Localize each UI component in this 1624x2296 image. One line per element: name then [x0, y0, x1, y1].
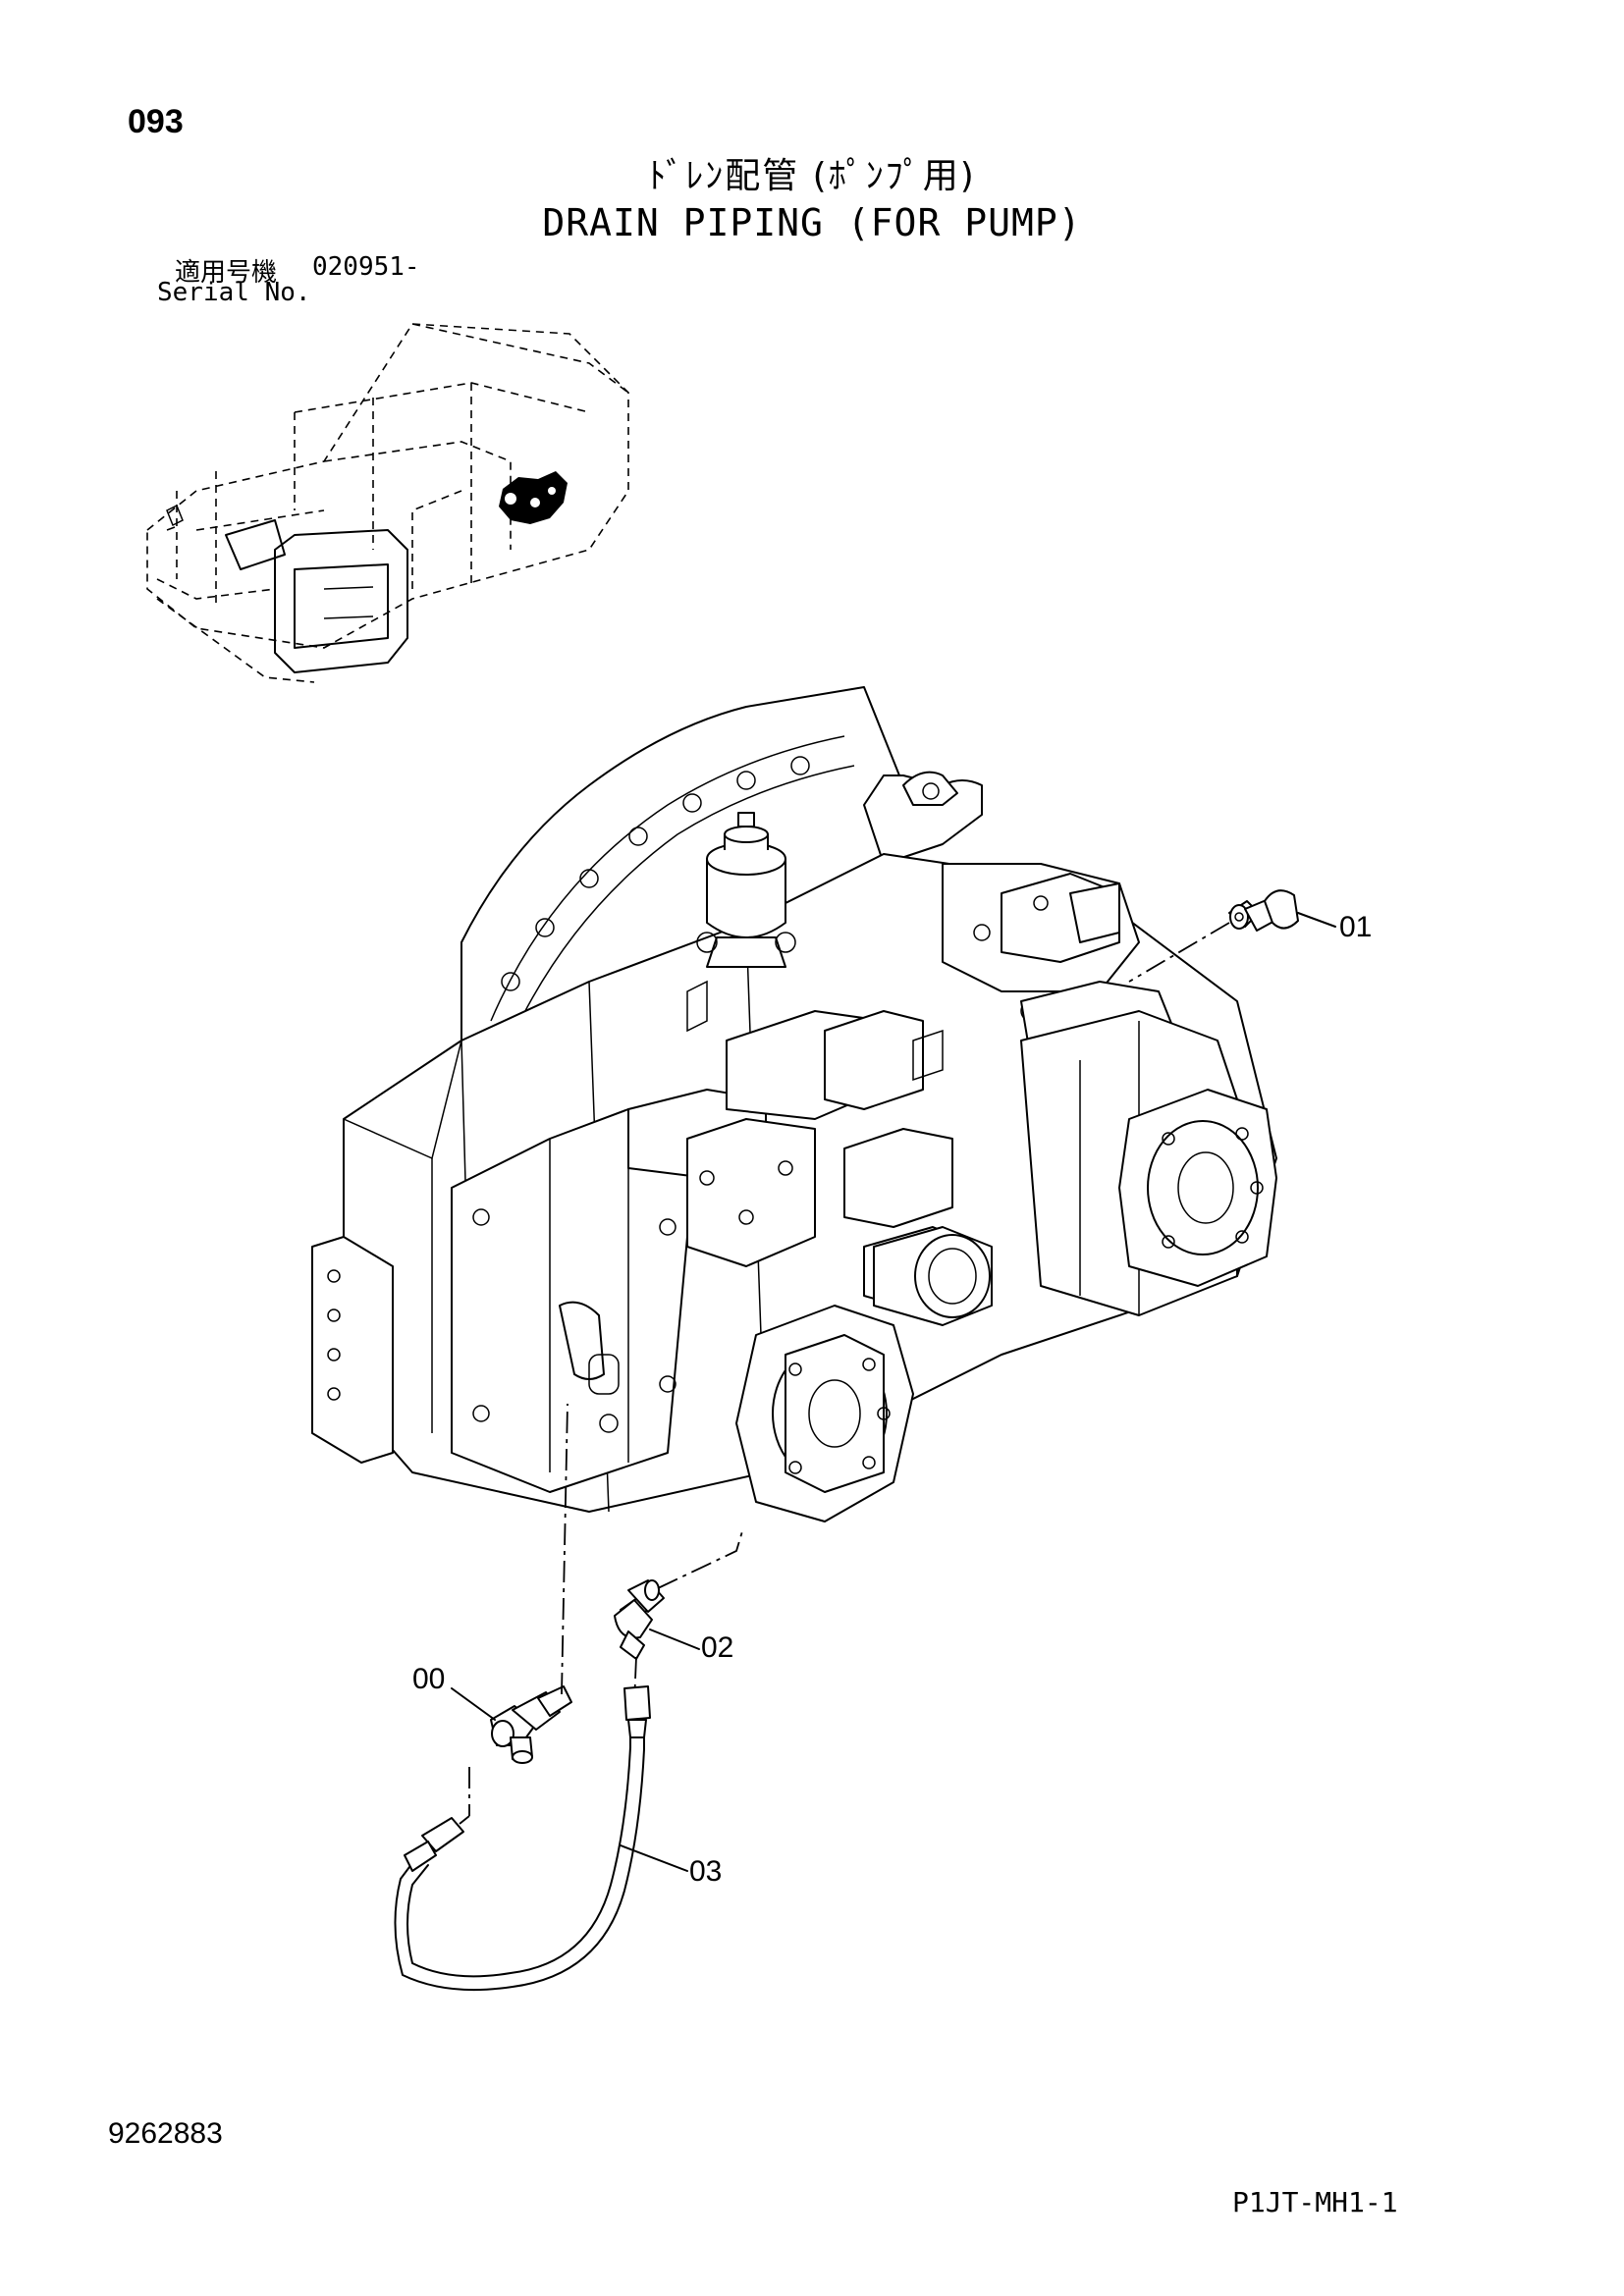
part-label-00: 00	[412, 1663, 446, 1695]
excavator-overview-illustration	[146, 323, 629, 683]
part-03-hose	[394, 1685, 651, 1992]
part-01-leader-line	[1297, 912, 1336, 928]
hydraulic-pump-assembly	[311, 686, 1277, 1522]
part-00-leader-dashed	[561, 1403, 568, 1695]
part-00-tee-fitting	[490, 1685, 572, 1764]
left-pump-port-flange	[735, 1305, 914, 1522]
part-02-leader-line	[649, 1629, 700, 1650]
pump-location-highlight	[499, 471, 568, 524]
part-02-elbow-fitting	[614, 1579, 665, 1660]
sheet-code: P1JT-MH1-1	[1232, 2186, 1398, 2218]
serial-number-value: 020951-	[312, 252, 420, 282]
part-01-leader-dashed	[1128, 922, 1230, 983]
serial-label-japanese: 適用号機	[175, 258, 278, 288]
part-00-leader-line	[451, 1687, 496, 1721]
serial-label: Serial No.	[157, 278, 311, 307]
part-02-leader-dashed	[657, 1530, 743, 1589]
page-title-japanese: ﾄﾞﾚﾝ配管 (ﾎﾟﾝﾌﾟ用)	[648, 156, 976, 196]
page-title: DRAIN PIPING (FOR PUMP)	[542, 201, 1082, 244]
part-03-leader-line	[620, 1844, 688, 1872]
part-label-02: 02	[701, 1631, 734, 1664]
part-03-connection-dashed	[459, 1815, 470, 1825]
right-pump-port-flange	[1118, 1089, 1277, 1287]
part-01-elbow-fitting	[1228, 889, 1299, 932]
page-number: 093	[128, 103, 184, 140]
part-label-01: 01	[1339, 911, 1373, 943]
part-label-03: 03	[689, 1855, 723, 1888]
document-number: 9262883	[108, 2117, 223, 2150]
